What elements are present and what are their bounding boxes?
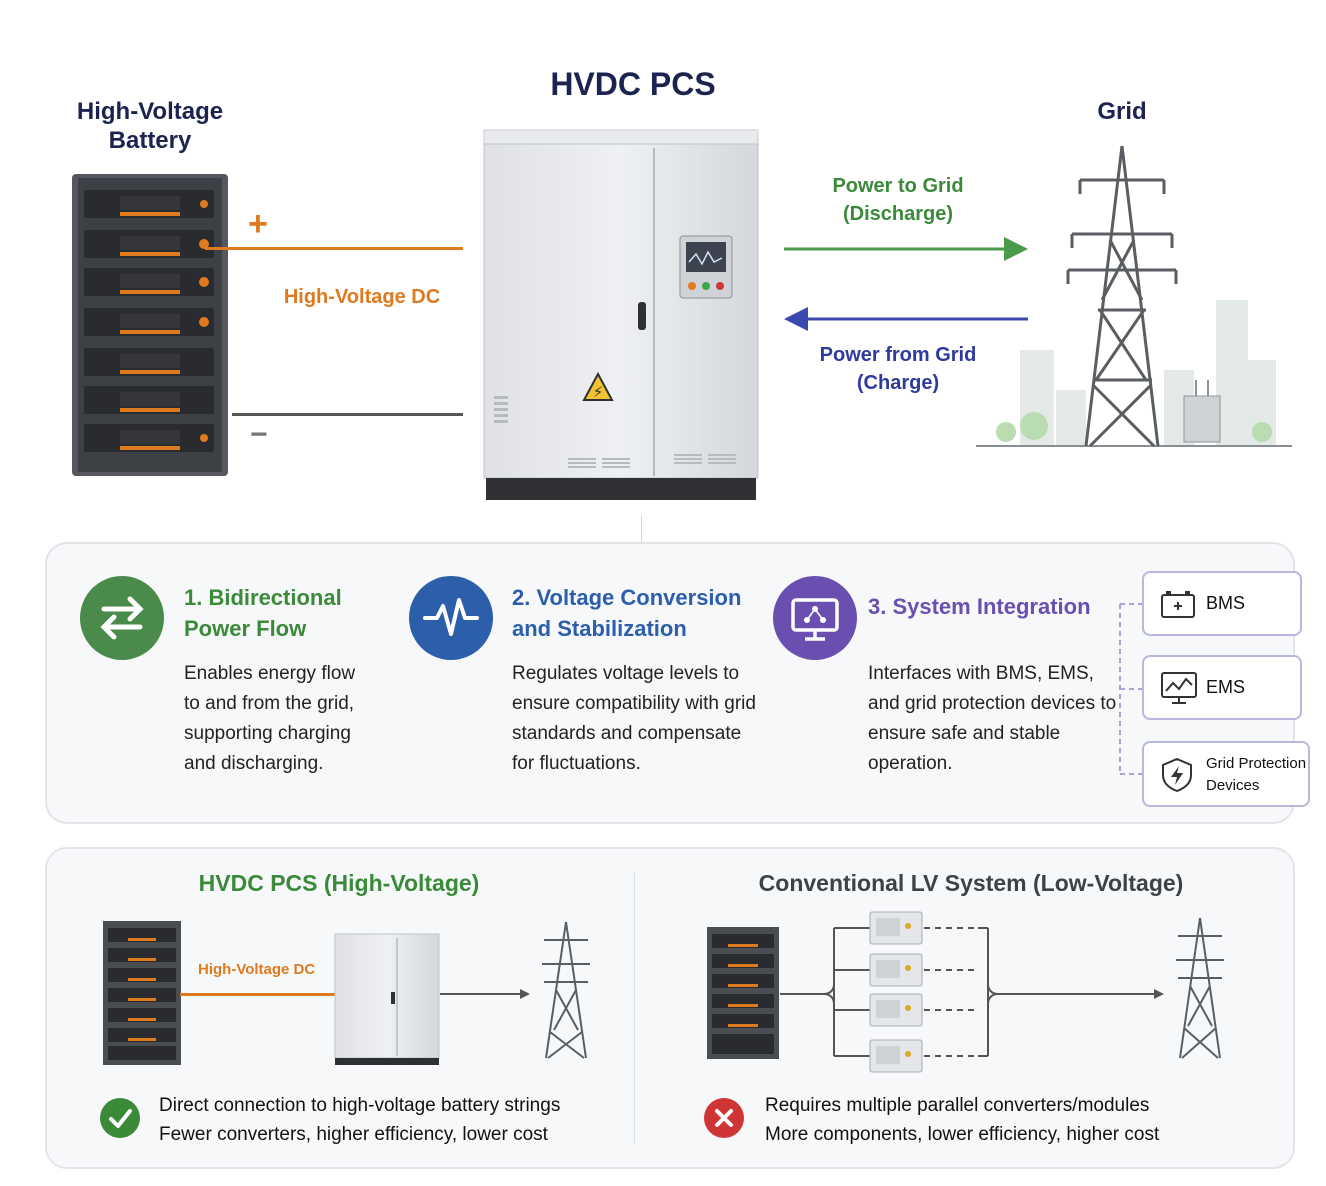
hvdc-dc-line	[180, 993, 335, 996]
hvdc-title: HVDC PCS (High-Voltage)	[198, 870, 480, 896]
discharge-arrow	[784, 237, 1028, 261]
hvdc-pcs-image	[334, 933, 440, 1065]
minus-sign: −	[250, 418, 268, 451]
negative-dc-line	[232, 413, 463, 416]
x-icon	[704, 1098, 744, 1138]
dc-label: High-Voltage DC	[283, 286, 441, 308]
battery-rack-image	[72, 174, 228, 476]
lv-line-2: More components, lower efficiency, highe…	[765, 1124, 1160, 1145]
lv-parallel-converters	[780, 911, 1164, 1073]
hvdc-tower-image	[542, 921, 590, 1059]
svg-text:⚡: ⚡	[593, 383, 604, 401]
grid-tower-image	[976, 145, 1292, 448]
battery-label: High-Voltage Battery	[76, 98, 224, 154]
feature-2-body: Regulates voltage levels to ensure compa…	[512, 663, 756, 774]
feature-1-title: 1. Bidirectional Power Flow	[184, 585, 342, 641]
hvdc-line-1: Direct connection to high-voltage batter…	[159, 1095, 561, 1116]
connector-line	[641, 516, 642, 542]
feature-3-body: Interfaces with BMS, EMS, and grid prote…	[868, 663, 1117, 774]
check-icon	[100, 1098, 140, 1138]
comparison-divider	[634, 872, 635, 1144]
hvdc-line-2: Fewer converters, higher efficiency, low…	[159, 1124, 548, 1145]
grid-protection-label: Grid Protection Devices	[1206, 755, 1307, 794]
features-panel	[45, 542, 1295, 824]
lv-line-1: Requires multiple parallel converters/mo…	[765, 1095, 1150, 1116]
hvdc-battery-image	[103, 921, 181, 1065]
integration-connector	[1119, 603, 1142, 775]
shield-bolt-icon	[1162, 757, 1192, 793]
discharge-label: Power to Grid (Discharge)	[832, 175, 964, 225]
page-title: HVDC PCS	[550, 66, 716, 102]
integration-grid-protection: Grid Protection Devices	[1142, 741, 1310, 807]
positive-dc-line	[205, 247, 463, 250]
feature-1-body: Enables energy flow to and from the grid…	[184, 663, 356, 774]
bms-label: BMS	[1206, 593, 1246, 613]
comparison-panel	[45, 847, 1295, 1169]
battery-icon	[1161, 591, 1195, 618]
hvdc-output-arrow	[440, 989, 530, 999]
pcs-cabinet-image: ⚡	[483, 129, 759, 500]
charge-label: Power from Grid (Charge)	[819, 344, 977, 394]
feature-3-title: 3. System Integration	[868, 594, 1091, 619]
plus-sign: +	[248, 205, 268, 243]
grid-label: Grid	[1097, 98, 1147, 125]
bidirectional-arrows-icon	[80, 576, 164, 660]
lv-title: Conventional LV System (Low-Voltage)	[758, 870, 1184, 896]
monitor-chart-icon	[1161, 672, 1197, 704]
hvdc-dc-label: High-Voltage DC	[198, 961, 316, 978]
lv-battery-image	[707, 927, 779, 1059]
feature-2-title: 2. Voltage Conversion and Stabilization	[512, 585, 742, 641]
charge-arrow	[784, 307, 1028, 331]
monitor-network-icon	[773, 576, 857, 660]
lv-tower-image	[1176, 917, 1224, 1059]
waveform-icon	[409, 576, 493, 660]
integration-ems: EMS	[1142, 655, 1302, 720]
integration-bms: BMS	[1142, 571, 1302, 636]
ems-label: EMS	[1206, 677, 1246, 697]
